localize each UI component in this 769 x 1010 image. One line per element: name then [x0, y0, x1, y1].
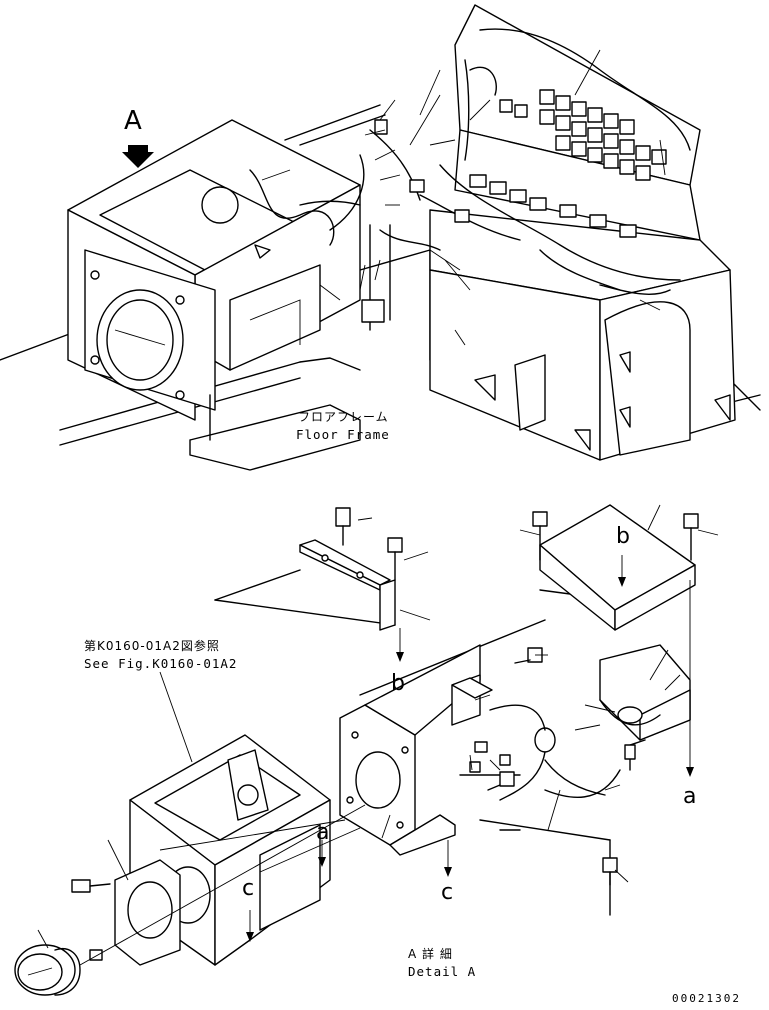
assembly-axis	[79, 804, 366, 966]
gauge-meter	[14, 944, 103, 996]
see-fig-label-en: See Fig.K0160-01A2	[84, 656, 238, 671]
gauge-box-detail	[114, 734, 331, 966]
detail-a-label-ja: A 詳 細	[408, 947, 453, 961]
drawing-number: 00021302	[672, 992, 741, 1005]
leader-lines-top	[261, 49, 666, 346]
sender-bracket	[599, 644, 691, 741]
detail-a-label-en: Detail A	[408, 964, 477, 979]
wiring-harness	[329, 28, 691, 295]
callout-a-right: a	[683, 784, 697, 809]
see-fig-label-ja: 第K0160-01A2図参照	[84, 639, 220, 653]
callout-b-upper: b	[616, 524, 630, 549]
gauge-mounting-box	[67, 119, 361, 441]
callout-a-box: a	[316, 820, 330, 845]
bolt-set	[71, 507, 699, 893]
view-a-arrow	[122, 145, 154, 168]
callout-c-lower: c	[441, 880, 454, 905]
cover-plate	[539, 504, 696, 631]
callout-c-box: c	[242, 876, 255, 901]
callout-arrows	[246, 555, 694, 942]
bracket-top	[299, 539, 396, 631]
floor-frame-label-ja: フロアフレーム	[298, 410, 389, 424]
view-a-label: A	[124, 106, 142, 136]
callout-b-lower: b	[391, 671, 405, 696]
bracket-plate-middle	[339, 644, 481, 856]
connector-parts	[451, 674, 646, 801]
relay-block-grid	[469, 89, 667, 238]
relay-fuse-panel	[361, 4, 736, 461]
leader-lines-detail	[37, 504, 719, 949]
floor-frame-label-en: Floor Frame	[296, 427, 390, 442]
